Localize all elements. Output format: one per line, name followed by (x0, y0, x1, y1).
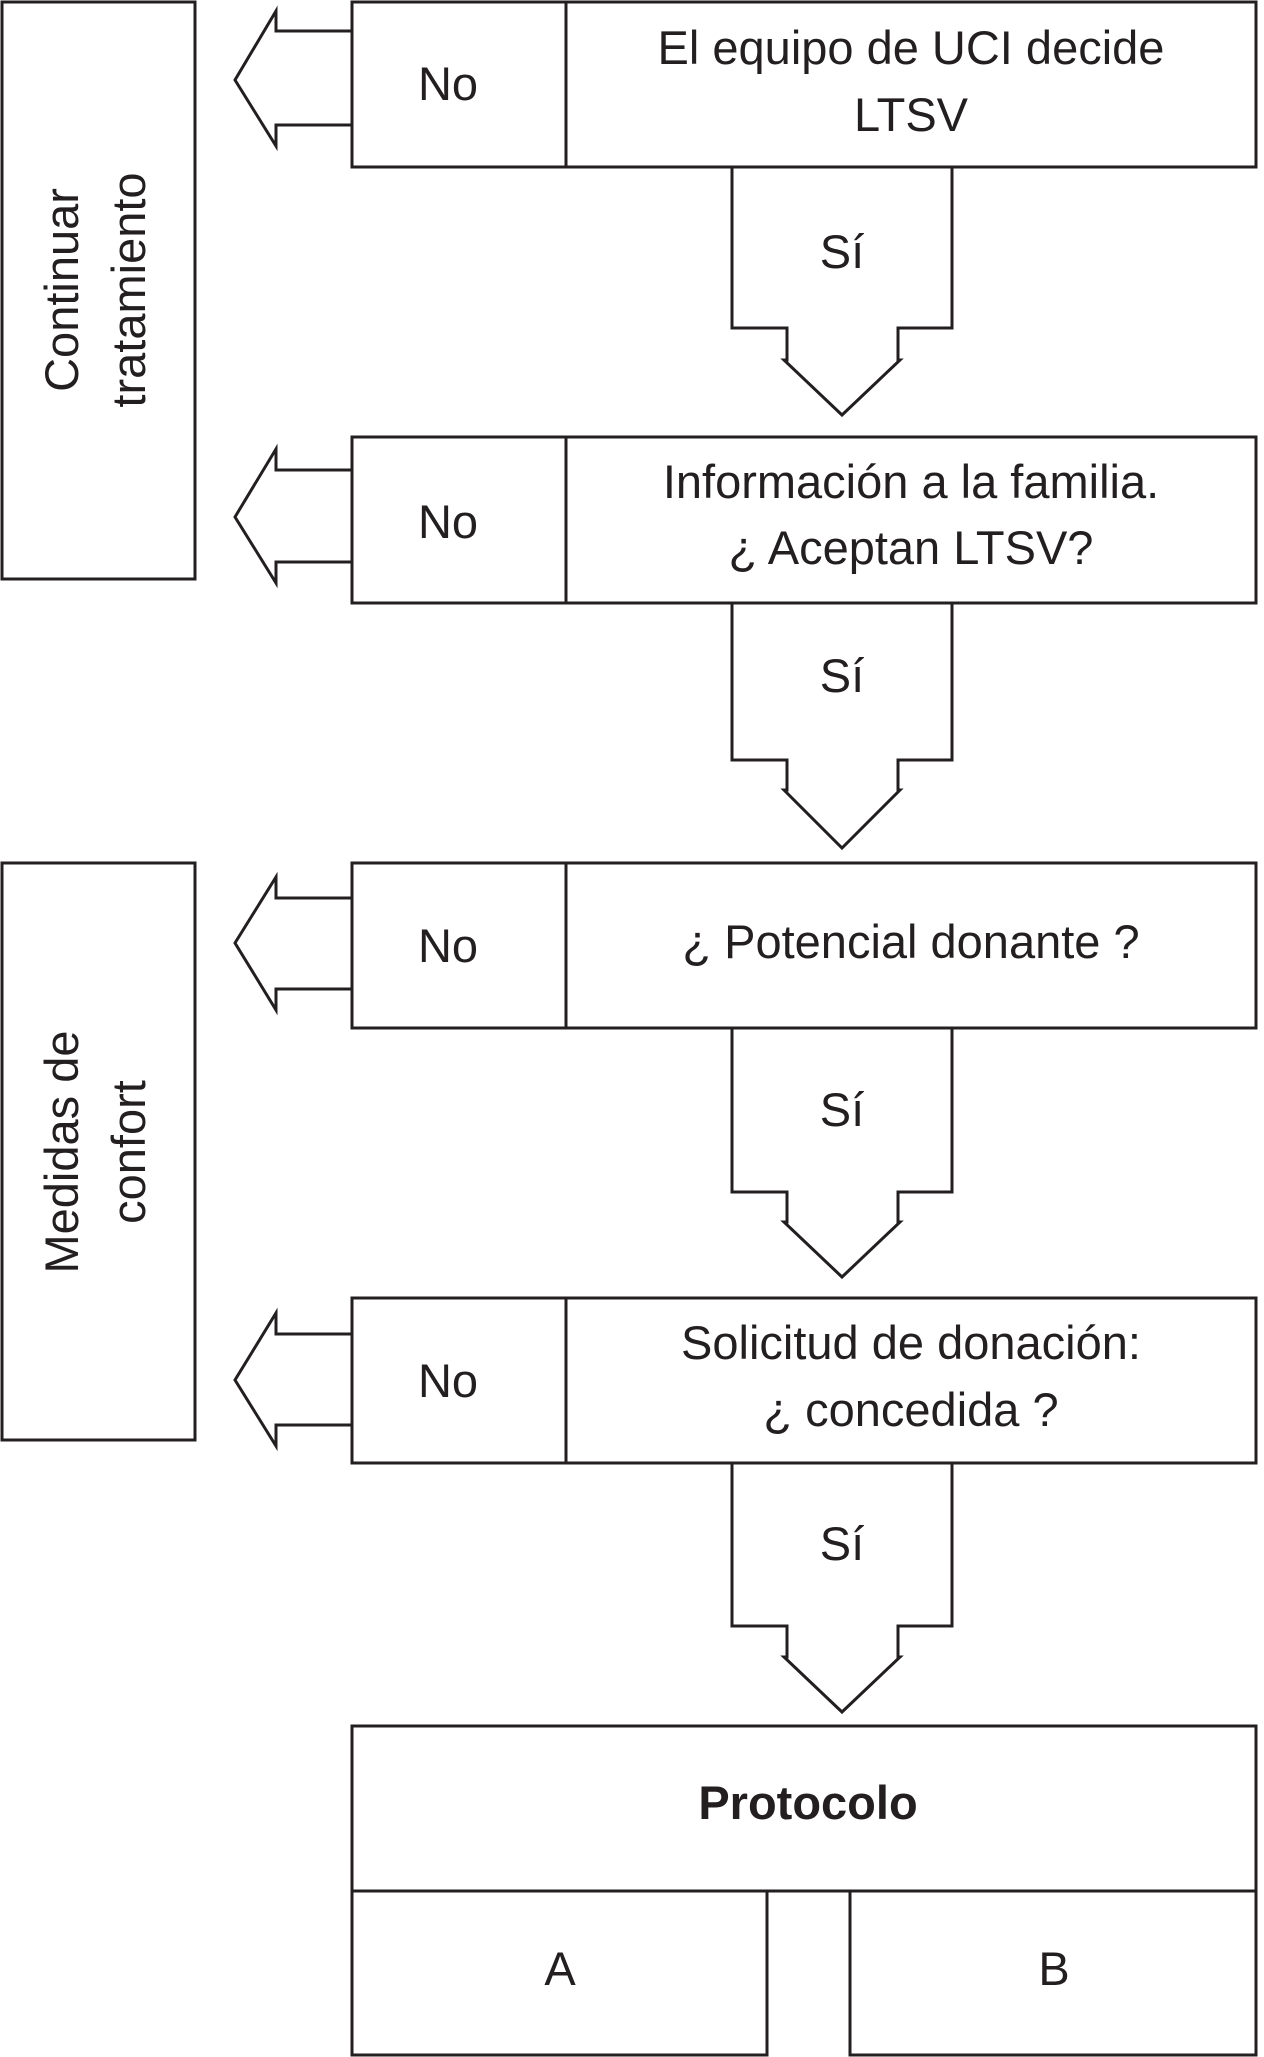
no-arrow-1 (233, 5, 354, 152)
protocol-option-b: B (1038, 1942, 1069, 1995)
yes-label-1: Sí (820, 225, 864, 278)
step-box-1 (564, 0, 1258, 169)
no-box-3 (350, 861, 568, 1030)
no-box-4 (350, 1296, 568, 1465)
step-4-line1: Solicitud de donación: (681, 1316, 1141, 1369)
step-2-line1: Información a la familia. (663, 455, 1159, 508)
yes-arrow-4 (730, 1461, 954, 1715)
protocol-option-a: A (544, 1942, 576, 1995)
step-4-line2: ¿ concedida ? (763, 1383, 1058, 1436)
yes-label-2: Sí (820, 649, 864, 702)
no-label-3: No (418, 919, 478, 972)
step-2-line2: ¿ Aceptan LTSV? (729, 521, 1094, 574)
continue-treatment-line2: tratamiento (102, 172, 155, 407)
comfort-measures-box (0, 861, 197, 1442)
no-arrow-2 (233, 443, 354, 589)
continue-treatment-box (0, 0, 197, 581)
yes-arrow-1 (730, 165, 954, 418)
protocol-title: Protocolo (698, 1776, 917, 1829)
protocol-option-b-box (848, 1889, 1258, 2057)
no-box-1 (350, 0, 568, 169)
yes-label-3: Sí (820, 1083, 864, 1136)
step-3-line1: ¿ Potencial donante ? (682, 915, 1139, 968)
protocol-option-a-box (350, 1889, 769, 2057)
comfort-measures-line2: confort (102, 1080, 155, 1224)
continue-treatment-line1: Continuar (35, 188, 88, 392)
no-label-1: No (418, 57, 478, 110)
step-box-2 (564, 435, 1258, 605)
no-label-2: No (418, 495, 478, 548)
step-1-line1: El equipo de UCI decide (658, 21, 1165, 74)
comfort-measures-line1: Medidas de (35, 1031, 88, 1274)
step-box-4 (564, 1296, 1258, 1465)
yes-arrow-3 (730, 1026, 954, 1280)
step-box-3 (564, 861, 1258, 1030)
no-box-2 (350, 435, 568, 605)
yes-label-4: Sí (820, 1517, 864, 1570)
step-1-line2: LTSV (854, 88, 969, 141)
no-label-4: No (418, 1354, 478, 1407)
no-arrow-4 (233, 1307, 354, 1452)
yes-arrow-2 (730, 601, 954, 851)
no-arrow-3 (233, 871, 354, 1016)
